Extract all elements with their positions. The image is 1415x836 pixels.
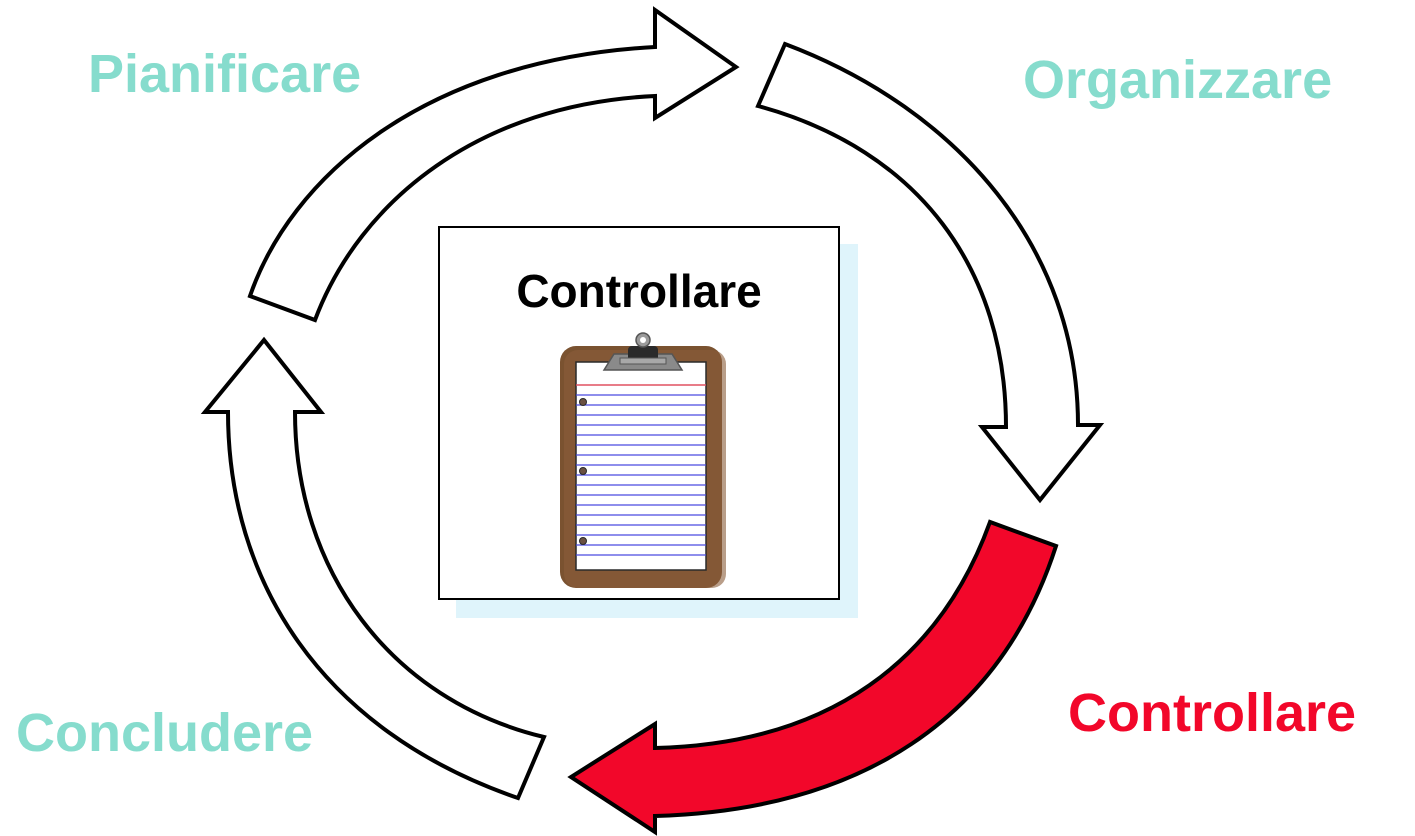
arrow-organize-to-control (755, 41, 1105, 504)
stage-label-close: Concludere (16, 703, 314, 763)
stage-label-plan: Pianificare (88, 44, 362, 104)
clipboard-icon (560, 332, 726, 588)
arrow-plan-to-organize (247, 6, 740, 323)
stage-label-control: Controllare (1068, 683, 1357, 743)
arrow-control-to-close[interactable] (567, 519, 1059, 836)
center-card: Controllare (438, 226, 840, 600)
center-title: Controllare (516, 265, 762, 317)
stage-label-organize: Organizzare (1023, 50, 1333, 110)
arrow-close-to-plan (200, 336, 547, 801)
